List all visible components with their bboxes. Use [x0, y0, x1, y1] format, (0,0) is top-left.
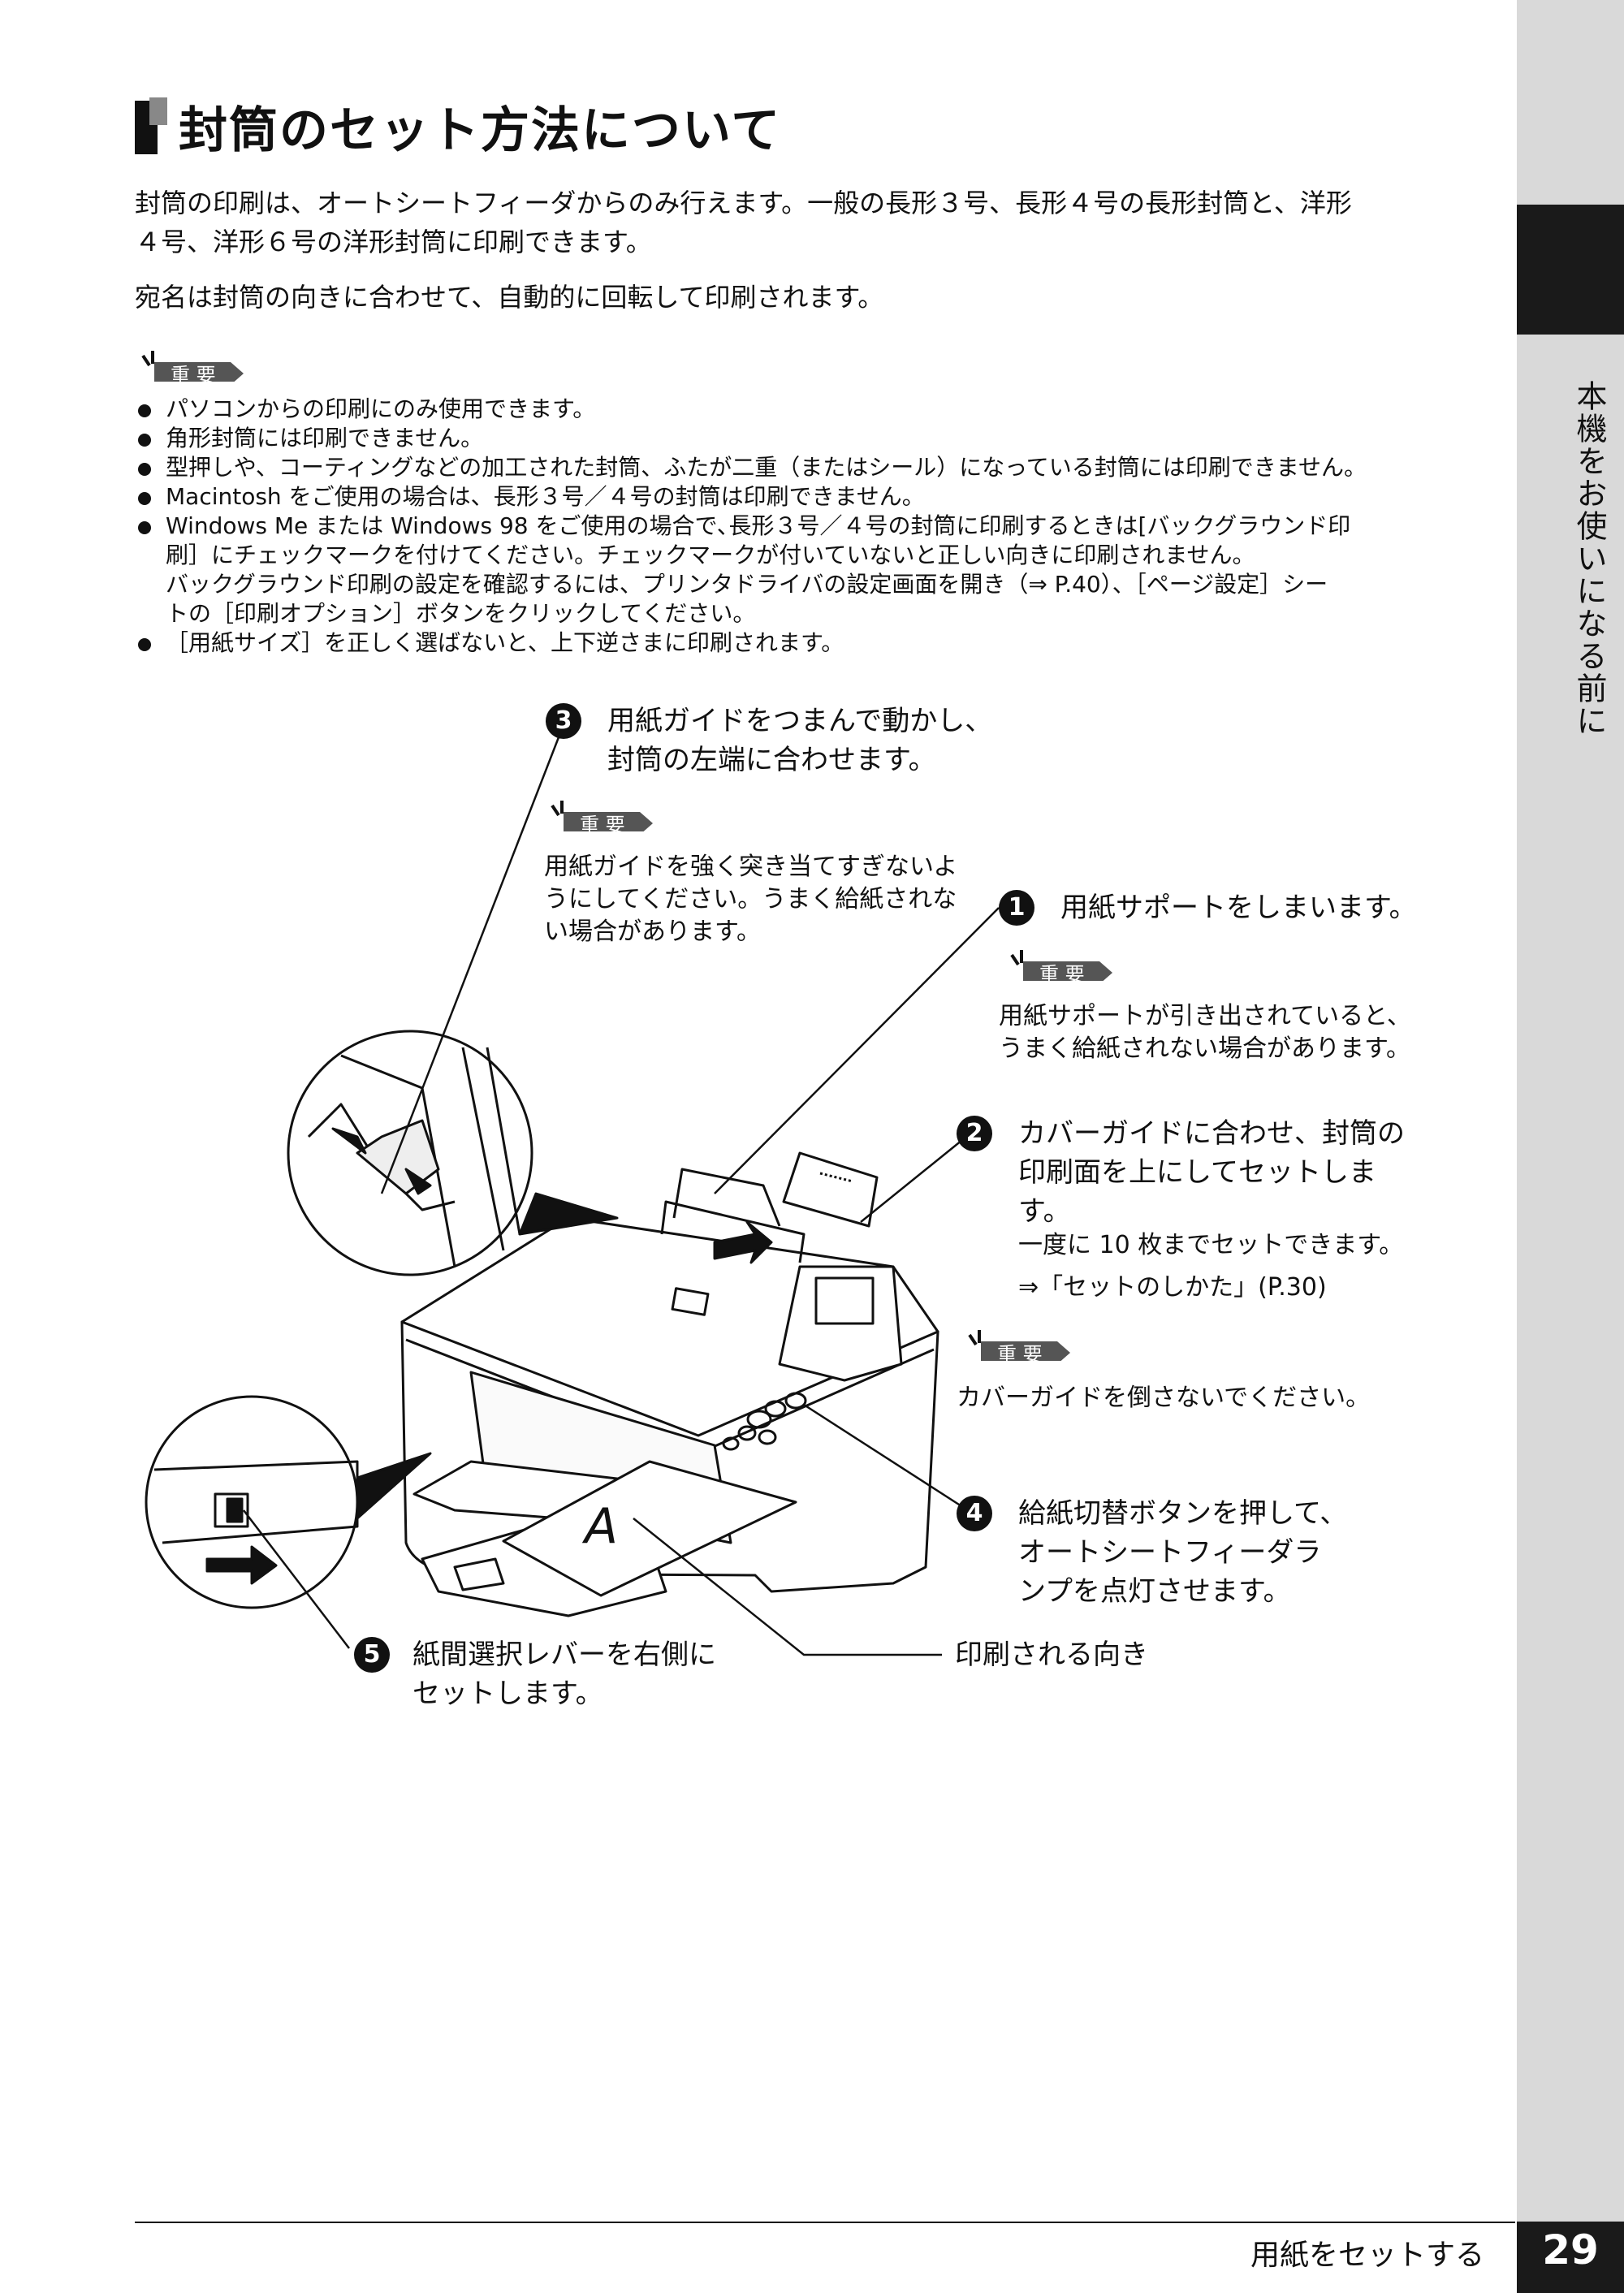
step-2-sub-1: 一度に 10 枚までセットできます。: [1018, 1231, 1404, 1259]
side-tab-marker: [1517, 205, 1624, 335]
side-tab-label: 本機をお使いになる前に: [1571, 380, 1607, 737]
important-badge-icon: 重 要: [968, 1330, 1070, 1361]
footer-rule: [135, 2222, 1515, 2223]
step-2-note: カバーガイドを倒さないでください。: [957, 1384, 1371, 1412]
list-item: 角形封筒には印刷できません。: [135, 424, 1515, 453]
list-item: ［用紙サイズ］を正しく選ばないと、上下逆さまに印刷されます。: [135, 628, 1515, 658]
step-1-number-icon: 1: [999, 890, 1034, 926]
step-5-text: 紙間選択レバーを右側に セットします。: [412, 1639, 716, 1710]
leader-line-step3: [380, 736, 560, 1194]
intro-line: 封筒の印刷は、オートシートフィーダからのみ行えます。一般の長形３号、長形４号の長…: [135, 188, 1352, 218]
important-notes-list: パソコンからの印刷にのみ使用できます。 角形封筒には印刷できません。 型押しや、…: [135, 395, 1515, 658]
step-1-text: 用紙サポートをしまいます。: [1060, 892, 1417, 924]
intro-paragraph-2: 宛名は封筒の向きに合わせて、自動的に回転して印刷されます。: [135, 282, 884, 313]
svg-text:重 要: 重 要: [1039, 963, 1085, 981]
svg-text:重 要: 重 要: [997, 1343, 1043, 1361]
page-number: 29: [1542, 2226, 1599, 2274]
envelope-letter: A: [581, 1498, 618, 1555]
footer-section-title: 用紙をセットする: [1250, 2239, 1485, 2272]
list-item: 型押しや、コーティングなどの加工された封筒、ふたが二重（またはシール）になってい…: [135, 453, 1515, 482]
svg-text:重 要: 重 要: [580, 814, 625, 831]
intro-line: ４号、洋形６号の洋形封筒に印刷できます。: [135, 227, 652, 257]
leader-line-step5: [243, 1509, 350, 1649]
step-2-sub-2: ⇒「セットのしかた」(P.30): [1018, 1273, 1327, 1302]
step-4-text: 給紙切替ボタンを押して、 オートシートフィーダラ ンプを点灯させます。: [1018, 1497, 1348, 1608]
print-direction-label: 印刷される向き: [955, 1639, 1148, 1671]
side-tab: [1517, 0, 1624, 2293]
page-title: 封筒のセット方法について: [179, 102, 782, 159]
step-2-number-icon: 2: [957, 1116, 992, 1151]
list-item: Macintosh をご使用の場合は、長形３号／４号の封筒は印刷できません。: [135, 482, 1515, 512]
important-badge-icon: 重 要: [141, 351, 244, 382]
title-marker-accent: [149, 97, 167, 125]
step-4-number-icon: 4: [957, 1496, 992, 1531]
list-item: パソコンからの印刷にのみ使用できます。: [135, 395, 1515, 424]
step-1-note: 用紙サポートが引き出されていると、 うまく給紙されない場合があります。: [999, 1002, 1411, 1063]
important-badge-icon: 重 要: [1010, 950, 1112, 981]
step-3-text: 用紙ガイドをつまんで動かし、 封筒の左端に合わせます。: [607, 705, 993, 776]
intro-paragraph: 封筒の印刷は、オートシートフィーダからのみ行えます。一般の長形３号、長形４号の長…: [135, 184, 1499, 261]
leader-line-step4: [803, 1403, 971, 1514]
page-number-box: [1517, 2222, 1624, 2293]
list-item: Windows Me または Windows 98 をご使用の場合で､長形３号／…: [135, 512, 1515, 628]
leader-line-direction: [633, 1518, 942, 1656]
step-5-number-icon: 5: [354, 1637, 390, 1673]
important-badge-label: 重 要: [171, 364, 216, 382]
step-3-number-icon: 3: [546, 703, 581, 739]
important-badge-icon: 重 要: [551, 801, 653, 831]
step-3-note: 用紙ガイドを強く突き当てすぎないよ うにしてください。うまく給紙されな い場合が…: [544, 853, 958, 946]
step-2-text: カバーガイドに合わせ、封筒の 印刷面を上にしてセットしま す。: [1018, 1117, 1405, 1228]
leader-line-step1: [714, 907, 1000, 1194]
leader-line-step2: [860, 1136, 967, 1223]
